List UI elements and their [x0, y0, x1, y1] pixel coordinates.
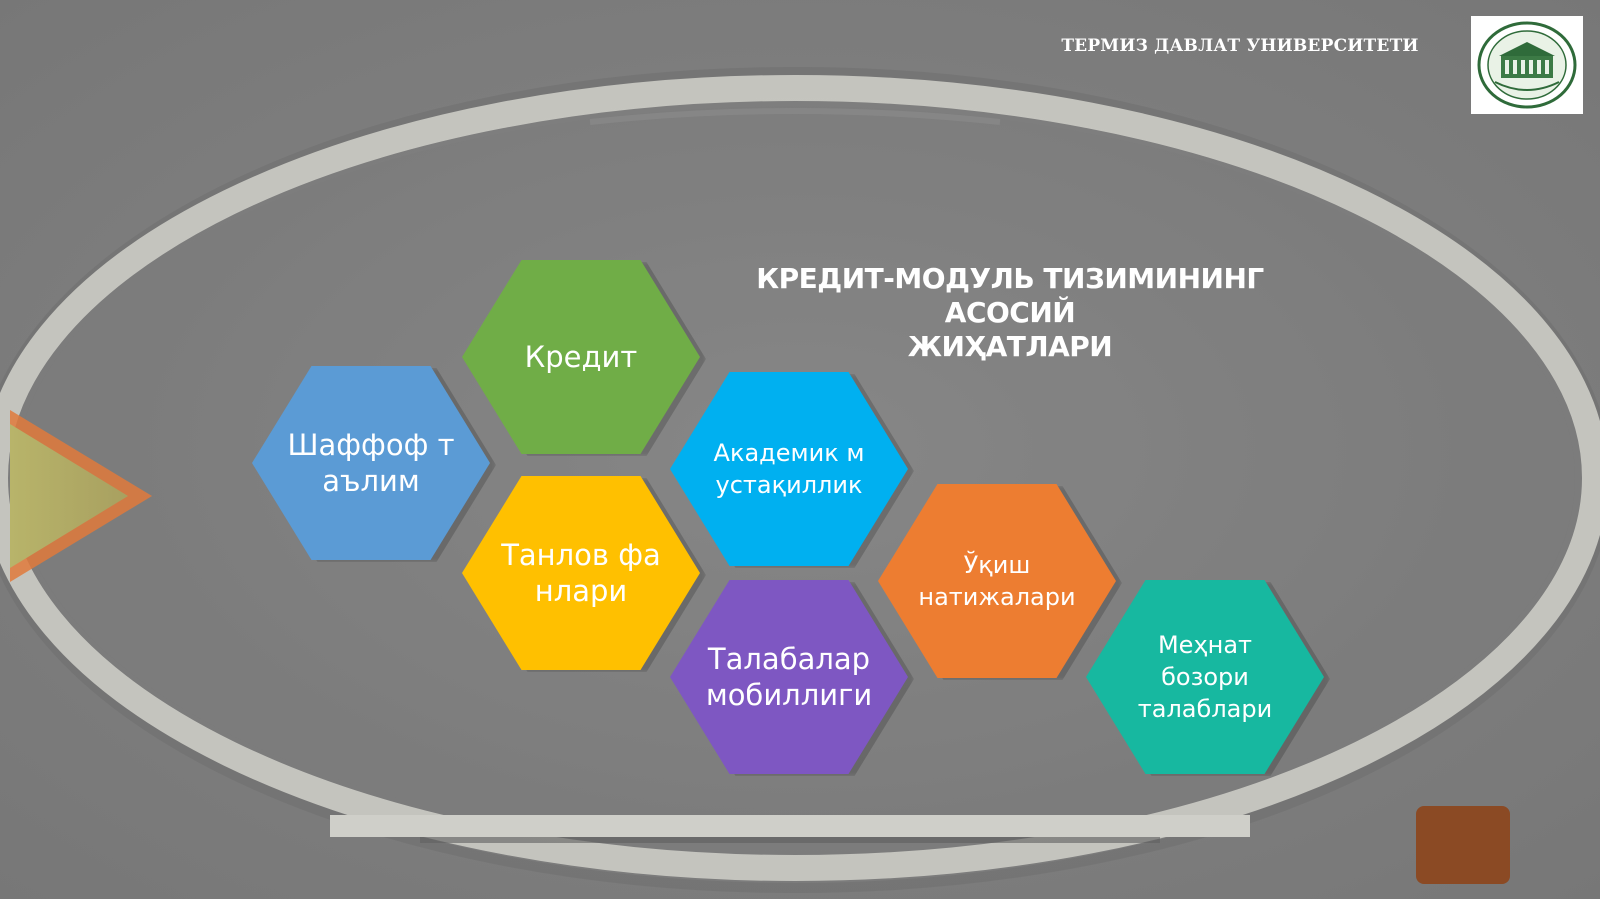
frame-ring-shadow [0, 67, 1600, 893]
hex-talabalar-mobilligi: Талабалар мобиллиги [670, 580, 908, 774]
bottom-bar [330, 815, 1250, 837]
diagram-title-line-1: КРЕДИТ-МОДУЛЬ ТИЗИМИНИНГ АСОСИЙ [756, 262, 1264, 329]
diagram-title: КРЕДИТ-МОДУЛЬ ТИЗИМИНИНГ АСОСИЙ ЖИҲАТЛАР… [690, 262, 1330, 364]
hex-label: Меҳнат бозори талаблари [1137, 631, 1273, 723]
frame-ring [0, 75, 1600, 881]
hex-label: Талабалар мобиллиги [705, 642, 873, 712]
bottom-bar-shadow [420, 837, 1160, 843]
hex-label: Кредит [524, 340, 638, 374]
hex-akademik-mustaqillik: Академик мустақиллик [670, 372, 908, 566]
hex-label: Академик мустақиллик [713, 439, 865, 499]
hex-label: Шаффоф таълим [287, 428, 455, 498]
university-name: ТЕРМИЗ ДАВЛАТ УНИВЕРСИТЕТИ [1061, 36, 1419, 56]
left-triangle [10, 424, 128, 568]
hex-label: Ўқиш натижалари [918, 551, 1076, 611]
hex-label: Танлов фанлари [501, 538, 661, 608]
frame-top-band [589, 108, 1001, 125]
university-seal-icon [1477, 21, 1577, 109]
corner-square-decoration [1416, 806, 1510, 884]
diagram-title-line-2: ЖИҲАТЛАРИ [907, 330, 1113, 363]
university-logo [1471, 16, 1583, 114]
